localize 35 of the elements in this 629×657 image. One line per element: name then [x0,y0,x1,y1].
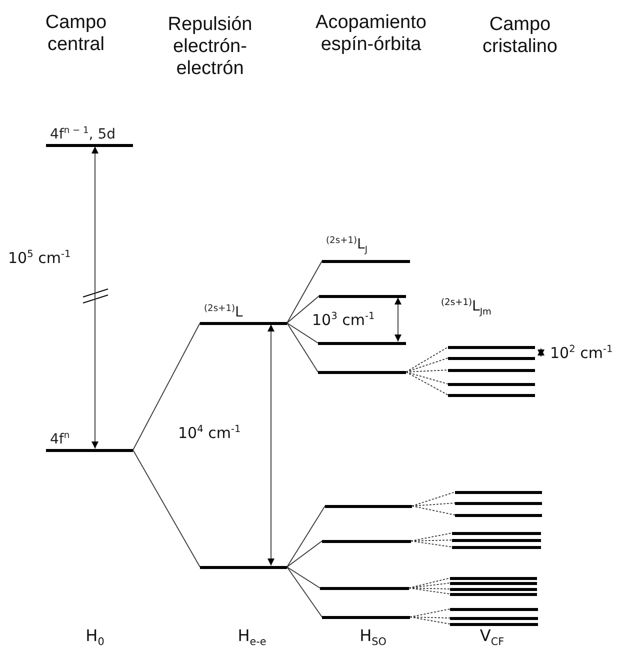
connector-line [410,616,450,624]
connector-line [132,322,200,450]
connector-line [410,540,452,548]
connector-line [406,358,448,372]
connector-line [406,372,448,384]
connector-line [538,348,544,357]
connector-line [408,588,450,594]
connector-line [132,450,200,568]
connector-line [286,322,318,344]
connector-line [410,608,450,618]
connector-line [406,370,448,372]
connector-line [286,540,322,568]
connector-line [410,532,452,542]
connector-line [92,146,98,449]
level-label: $^{(2s+1)}$L$_{J}$ [325,235,368,258]
connector-line [408,588,450,590]
level-label: 4f$^{n}$ [49,430,70,448]
connector-line [286,566,322,618]
connector-line [410,616,450,618]
connector-line [286,260,322,324]
connector-line [410,540,452,542]
connector-line [286,322,318,372]
connector-line [412,506,456,516]
connector-line [394,297,402,342]
connector-line [286,566,320,588]
connector-line [406,372,448,396]
level-label: $^{(2s+1)}$L [203,302,243,322]
connector-line [408,578,450,588]
connector-line [268,324,274,566]
connector-line [412,502,456,506]
connector-line [286,296,320,324]
level-label: 4f$^{n − 1}$, 5d [49,124,116,144]
connector-line [412,492,456,506]
connector-line [286,506,326,568]
connector-line [406,346,448,372]
